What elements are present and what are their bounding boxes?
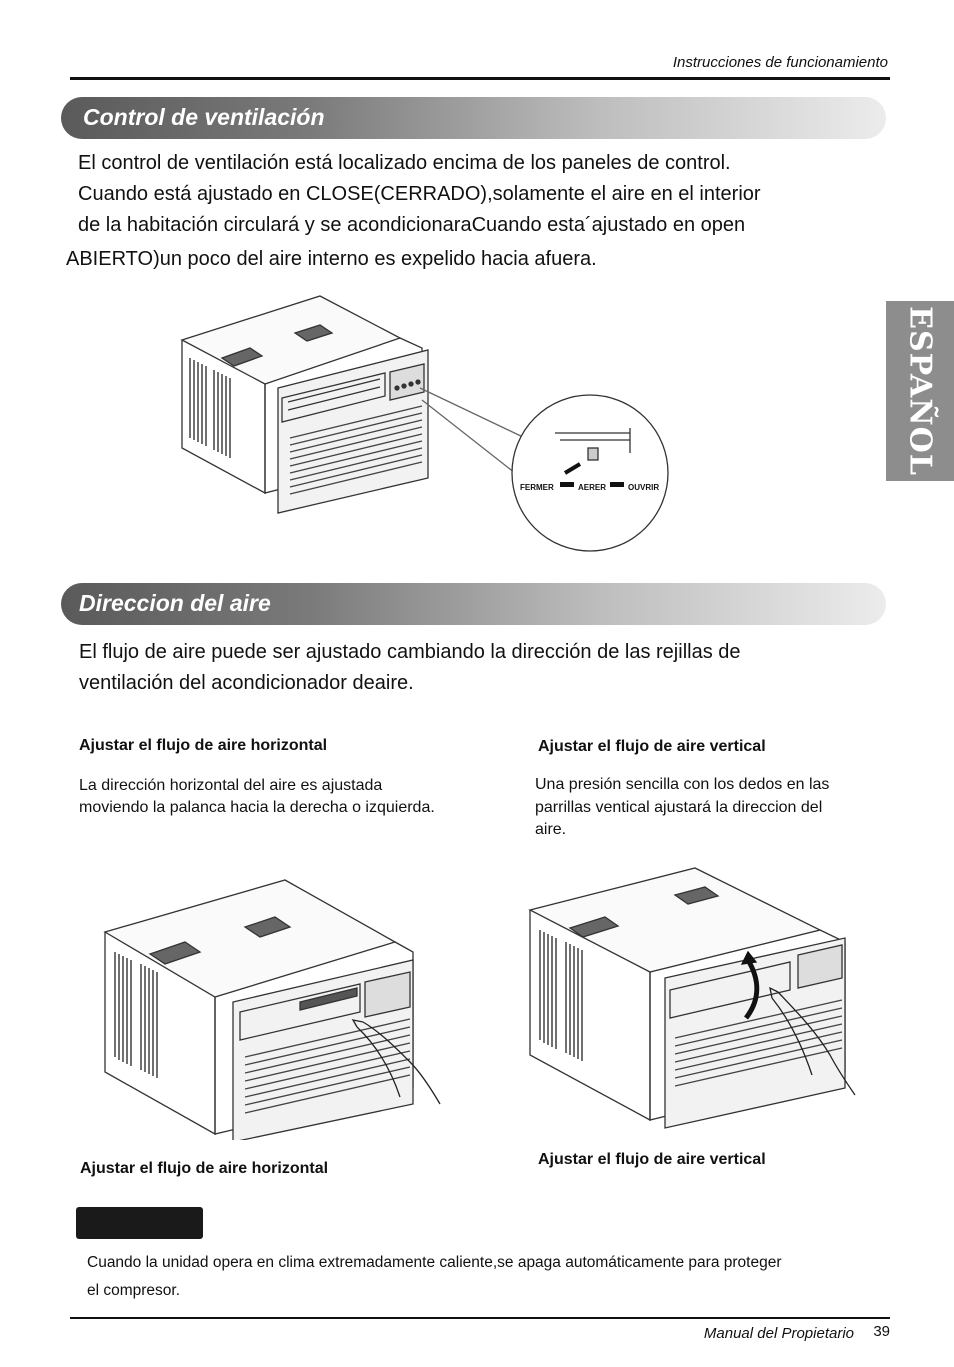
language-tab: ESPAÑOL [886,301,954,481]
ventilation-banner: Control de ventilación [61,97,886,139]
language-tab-label: ESPAÑOL [902,306,938,476]
horizontal-line-1: La dirección horizontal del aire es ajus… [79,777,383,794]
note-badge [76,1207,203,1239]
page-number: 39 [873,1323,890,1340]
horizontal-heading: Ajustar el flujo de aire horizontal [79,737,328,754]
airflow-line-1: El flujo de aire puede ser ajustado camb… [79,641,741,663]
airflow-banner: Direccion del aire [61,583,886,625]
footer-rule [70,1317,890,1319]
note-line-1: Cuando la unidad opera en clima extremad… [87,1254,782,1271]
header-rule [70,77,890,80]
horizontal-caption: Ajustar el flujo de aire horizontal [80,1160,329,1177]
vertical-heading: Ajustar el flujo de aire vertical [538,738,766,755]
vertical-line-1: Una presión sencilla con los dedos en la… [535,776,830,793]
airflow-title: Direccion del aire [79,590,271,616]
ventilation-line-1: El control de ventilación está localizad… [78,152,731,174]
lever-label-open: OUVRIR [628,483,659,492]
air-conditioner-vent-illustration: FERMER AERER OUVRIR [180,295,669,552]
ventilation-line-4: ABIERTO)un poco del aire interno es expe… [66,248,597,270]
vertical-caption: Ajustar el flujo de aire vertical [538,1151,766,1168]
vertical-line-2: parrillas ventical ajustará la direccion… [535,799,823,816]
lever-label-middle: AERER [578,483,606,492]
ventilation-title: Control de ventilación [83,104,325,130]
vertical-airflow-illustration [528,867,856,1129]
vertical-line-3: aire. [535,821,567,838]
header-section-title: Instrucciones de funcionamiento [672,54,888,71]
footer-manual-title: Manual del Propietario [703,1325,854,1342]
horizontal-line-2: moviendo la palanca hacia la derecha o i… [79,799,435,816]
lever-label-close: FERMER [520,483,554,492]
airflow-line-2: ventilación del acondicionador deaire. [79,672,414,694]
horizontal-airflow-illustration [103,879,441,1140]
ventilation-line-2: Cuando está ajustado en CLOSE(CERRADO),s… [78,183,761,205]
note-line-2: el compresor. [87,1282,181,1299]
ventilation-line-3: de la habitación circulará y se acondici… [78,214,746,236]
